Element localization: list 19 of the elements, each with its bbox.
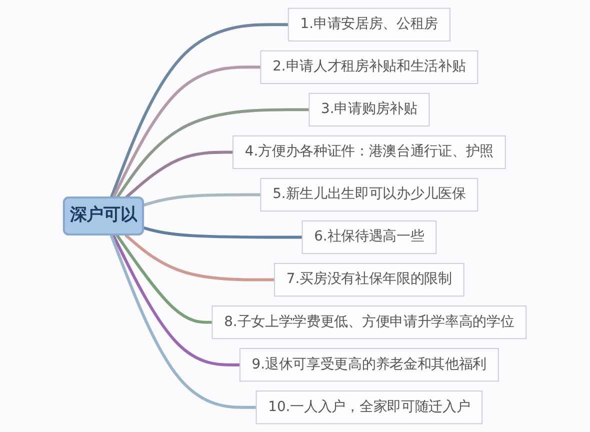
connector: [112, 66, 261, 199]
connector: [110, 234, 256, 409]
connector: [116, 234, 212, 324]
node-box: 2.申请人才租房补贴和生活补贴: [260, 50, 478, 84]
node-box: 7.买房没有社保年限的限制: [274, 262, 464, 297]
connector: [112, 234, 240, 366]
node-box: 5.新生儿出生即可以办少儿医保: [260, 178, 478, 212]
node-box: 9.退休可享受更高的养老金和其他福利: [239, 348, 499, 382]
connector: [143, 193, 261, 207]
connector: [116, 108, 310, 199]
node-box: 6.社保待遇高一些: [302, 220, 437, 254]
node-box: 4.方便办各种证件：港澳台通行证、护照: [232, 135, 506, 170]
node-box: 8.子女上学学费更低、方便申请升学率高的学位: [212, 306, 527, 340]
connector: [110, 23, 288, 198]
connector: [143, 226, 302, 239]
node-box: 1.申请安居房、公租房: [288, 8, 450, 42]
node-box: 3.申请购房补贴: [308, 92, 430, 126]
node-box: 10.一人入户，全家即可随迁入户: [256, 390, 483, 424]
connector: [124, 234, 275, 282]
